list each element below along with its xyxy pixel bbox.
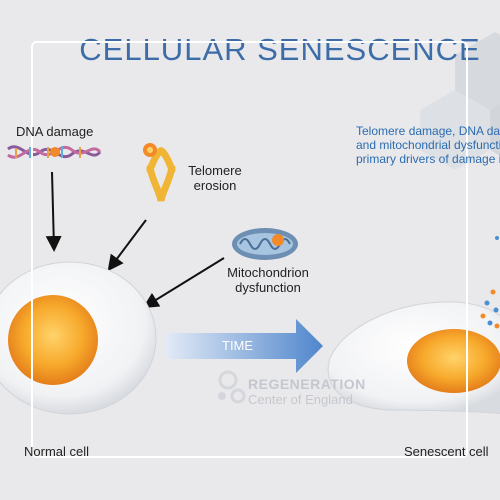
normal-cell-label: Normal cell	[24, 444, 90, 459]
chromosome-icon	[143, 143, 176, 202]
description-note: Telomere damage, DNA dam and mitochondri…	[356, 124, 500, 166]
telomere-arrow	[107, 219, 147, 272]
time-label: TIME	[222, 338, 254, 353]
senescent-cell-nucleus	[407, 329, 500, 393]
watermark-text: REGENERATION	[248, 376, 366, 392]
dna-damage-arrow	[45, 171, 62, 252]
secreted-particles	[480, 236, 500, 329]
senescent-cell-label: Senescent cell	[404, 444, 489, 459]
watermark-subtext: Center of England	[248, 392, 353, 407]
telomere-label: Telomere erosion	[188, 163, 242, 193]
dna-icon	[7, 145, 102, 159]
diagram-title: CELLULAR SENESCENCE	[79, 32, 481, 67]
dna-damage-label: DNA damage	[16, 124, 94, 139]
mitochondrion-label: Mitochondrion dysfunction	[227, 265, 309, 295]
mitochondrion-icon	[232, 228, 298, 260]
normal-cell	[0, 261, 157, 415]
watermark-logo	[218, 370, 246, 404]
time-arrow	[165, 319, 323, 373]
normal-cell-nucleus	[8, 295, 98, 385]
image-frame	[31, 41, 468, 458]
mitochondrion-arrow	[142, 257, 225, 309]
senescent-cell	[327, 301, 500, 414]
